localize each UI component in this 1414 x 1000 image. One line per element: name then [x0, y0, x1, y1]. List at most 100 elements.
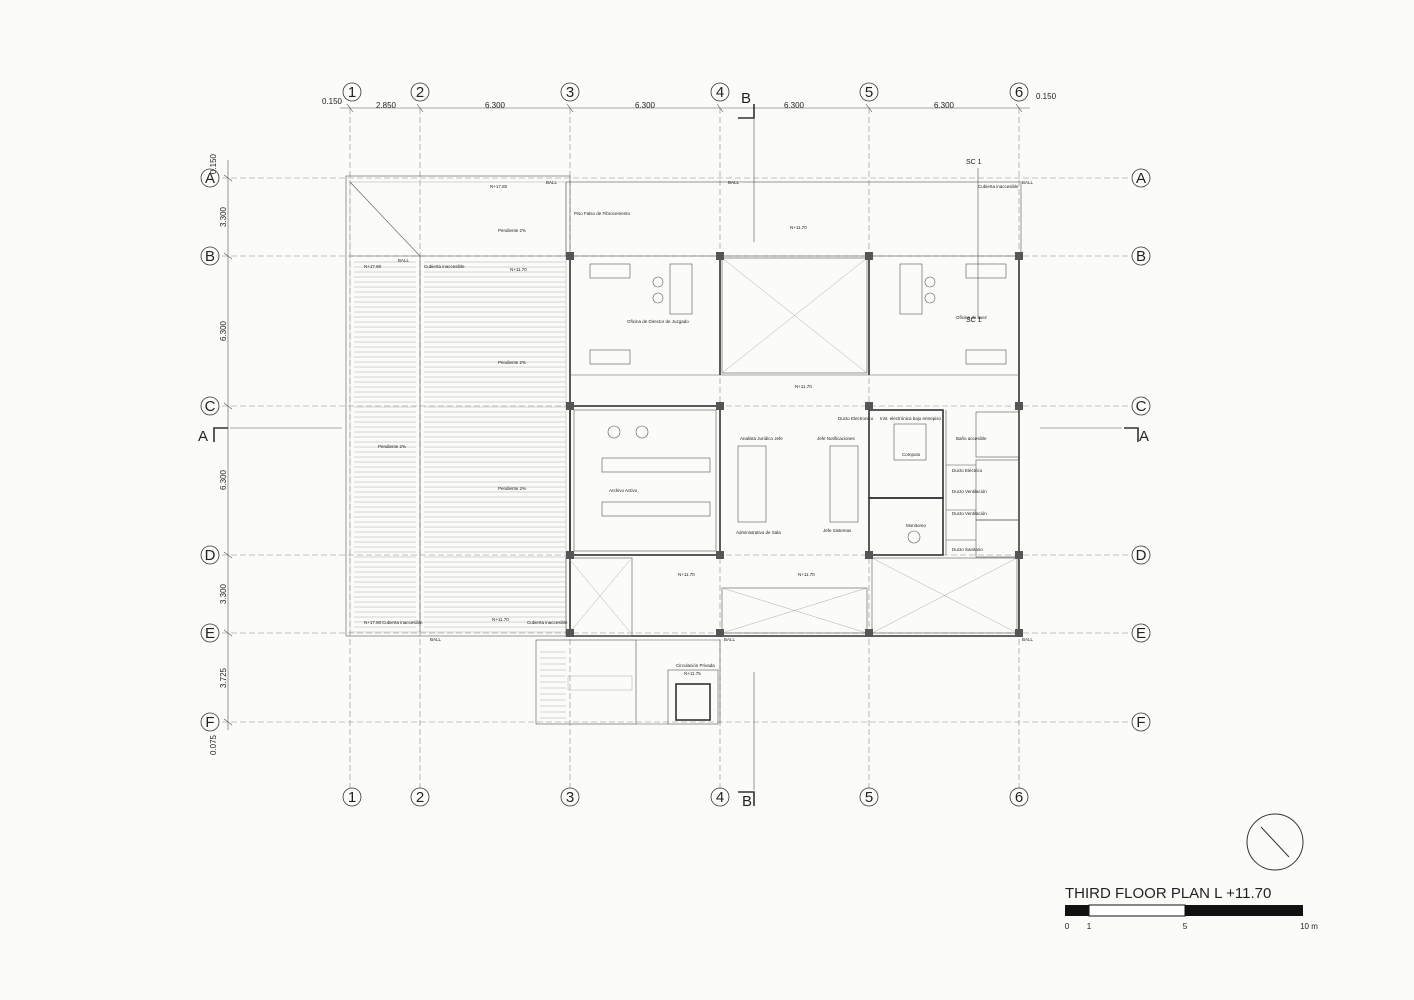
- grid-labels: 1 2 3 4 5 6 1 2 3 4 5 6 A B C D E F A B …: [205, 84, 1147, 806]
- grid-col-6-top: 6: [1015, 84, 1023, 101]
- roof-cubierta-2: Cubierta inaccesible: [978, 184, 1019, 189]
- dim-top-0: 0.150: [322, 97, 343, 106]
- dim-top-4: 6.300: [784, 101, 805, 110]
- grid-row-d-left: D: [205, 547, 216, 564]
- level-6: N+11.70: [492, 617, 509, 622]
- roof-labels: Pendiente 2% Pendiente 2% Pendiente 2% P…: [378, 180, 1034, 642]
- room-monitoreo: Monitoreo: [906, 523, 927, 528]
- roof-ball-3: BALL: [1022, 180, 1034, 185]
- section-a-left: A: [198, 428, 208, 445]
- columns: [566, 252, 1023, 637]
- dim-left-4: 3.300: [219, 583, 228, 604]
- grid-col-6-bottom: 6: [1015, 789, 1023, 806]
- section-mark-labels: A A B B SC 1 SC 1: [198, 90, 1149, 810]
- grid-col-4-bottom: 4: [716, 789, 724, 806]
- roof-pendiente-4: Pendiente 2%: [378, 444, 406, 449]
- dim-left-2: 6.300: [219, 320, 228, 341]
- section-sc1-mid: SC 1: [966, 317, 982, 324]
- grid-lines-horizontal: [222, 177, 1130, 723]
- level-labels: N+11.70 N+11.70 N+11.70 N+11.70 N+11.70 …: [364, 184, 815, 676]
- grid-col-1-top: 1: [348, 84, 356, 101]
- level-4: N+11.70: [798, 572, 815, 577]
- room-ducto-ventilacion-1: Ducto Ventilación: [952, 489, 987, 494]
- grid-row-c-right: C: [1136, 398, 1147, 415]
- scale-label-0: 0: [1065, 922, 1070, 931]
- roof-pendiente-1: Pendiente 2%: [498, 228, 526, 233]
- level-10: N+11.75: [684, 671, 701, 676]
- section-lines: [213, 104, 1139, 806]
- roof-ball-4: BALL: [398, 258, 410, 263]
- dim-top-6: 0.150: [1036, 92, 1057, 101]
- level-8: N+17.80: [364, 264, 382, 269]
- level-9: N+17.80: [364, 620, 382, 625]
- dim-top-3: 6.300: [635, 101, 656, 110]
- room-ducto-electronico: Ducto Electronico: [838, 416, 874, 421]
- dimension-chain-left: [223, 160, 233, 730]
- roof-pendiente-2: Pendiente 2%: [498, 360, 526, 365]
- section-sc1-top: SC 1: [966, 159, 982, 166]
- roof-ball-2: BALL: [728, 180, 740, 185]
- grid-row-c-left: C: [205, 398, 216, 415]
- roof-area: [345, 175, 571, 719]
- room-ducto-electrico: Ducto Eléctrico: [952, 468, 983, 473]
- grid-col-4-top: 4: [716, 84, 724, 101]
- roof-cubierta-4: Cubierta inaccesible: [527, 620, 568, 625]
- dim-left-6: 0.075: [209, 734, 218, 755]
- dim-left-3: 6.300: [219, 469, 228, 490]
- room-labels: Oficina de Director de Juzgado Oficina d…: [574, 211, 988, 668]
- room-analista: Analista Jurídico Jefe: [740, 436, 783, 441]
- grid-row-f-right: F: [1136, 714, 1145, 731]
- room-notificaciones: Jefe Notificaciones: [817, 436, 856, 441]
- section-b-bottom: B: [742, 793, 752, 810]
- room-director: Oficina de Director de Juzgado: [627, 319, 689, 324]
- grid-row-f-left: F: [205, 714, 214, 731]
- room-bano: Baño accesible: [956, 436, 987, 441]
- roof-ball-6: BALL: [724, 637, 736, 642]
- level-7: N+17.80: [490, 184, 508, 189]
- section-b-top: B: [741, 90, 751, 107]
- grid-row-a-right: A: [1136, 170, 1146, 187]
- level-5: N+11.70: [510, 267, 527, 272]
- level-3: N+11.70: [678, 572, 695, 577]
- level-2: N+11.70: [795, 384, 812, 389]
- grid-col-2-bottom: 2: [416, 789, 424, 806]
- room-inst: Inst. electrónica bajo entrepiso: [880, 416, 942, 421]
- roof-cubierta-1: Cubierta inaccesible: [424, 264, 465, 269]
- dimension-labels: 0.150 2.850 6.300 6.300 6.300 6.300 0.15…: [209, 92, 1057, 755]
- grid-col-2-top: 2: [416, 84, 424, 101]
- dim-top-1: 2.850: [376, 101, 397, 110]
- room-sistemas: Jefe Sistemas: [823, 528, 852, 533]
- grid-bubbles: [200, 82, 1151, 807]
- room-circulacion: Circulación Privada: [676, 663, 715, 668]
- level-1: N+11.70: [790, 225, 807, 230]
- grid-col-3-top: 3: [566, 84, 574, 101]
- grid-col-1-bottom: 1: [348, 789, 356, 806]
- grid-row-e-left: E: [205, 625, 215, 642]
- dim-left-0: 0.150: [209, 153, 218, 174]
- grid-col-5-top: 5: [865, 84, 873, 101]
- room-computo: Computo: [902, 452, 921, 457]
- room-ducto-sanitario: Ducto Sanitario: [952, 547, 983, 552]
- dim-top-2: 6.300: [485, 101, 506, 110]
- room-ducto-ventilacion-2: Ducto Ventilación: [952, 511, 987, 516]
- building-walls: [535, 181, 1022, 725]
- grid-row-e-right: E: [1136, 625, 1146, 642]
- grid-row-b-left: B: [205, 248, 215, 265]
- furniture: [589, 263, 1007, 544]
- room-administrativo: Administrativo de Sala: [736, 530, 781, 535]
- roof-ball-5: BALL: [430, 637, 442, 642]
- north-arrow: [1246, 813, 1304, 871]
- roof-hatch: [354, 261, 566, 719]
- scale-label-5: 5: [1183, 922, 1188, 931]
- scale-label-1: 1: [1087, 922, 1092, 931]
- room-juez: Oficina de Juez: [956, 315, 988, 320]
- roof-cubierta-3: Cubierta inaccesible: [382, 620, 423, 625]
- dim-left-1: 3.300: [219, 206, 228, 227]
- room-piso-falso: Piso Falso de Fibrocemento: [574, 211, 631, 216]
- grid-row-b-right: B: [1136, 248, 1146, 265]
- grid-col-5-bottom: 5: [865, 789, 873, 806]
- grid-col-3-bottom: 3: [566, 789, 574, 806]
- grid-row-a-left: A: [205, 170, 215, 187]
- roof-ball-7: BALL: [1022, 637, 1034, 642]
